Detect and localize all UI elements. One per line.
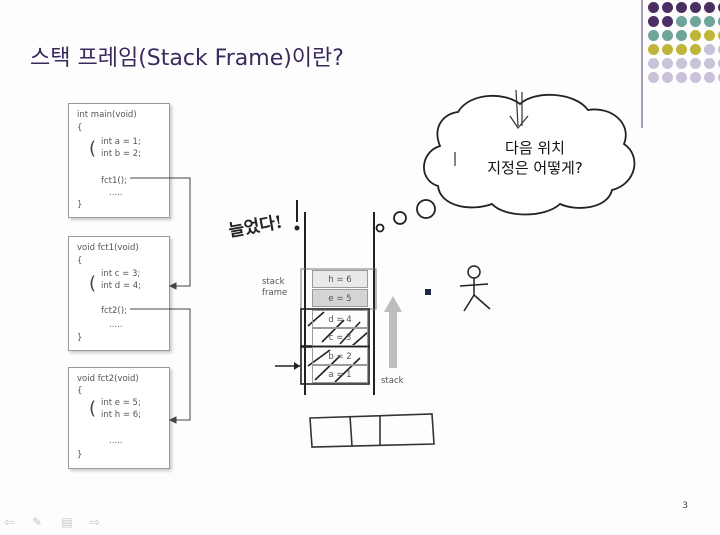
code-box-fct1: void fct1(void) { ( int c = 3; int d = 4… xyxy=(68,236,170,351)
decorative-dot xyxy=(718,16,720,27)
decorative-dot xyxy=(718,58,720,69)
decorative-dot xyxy=(676,72,687,83)
decorative-dot xyxy=(704,58,715,69)
code-paren: ( xyxy=(89,138,97,159)
decorative-dot xyxy=(718,30,720,41)
stack-cell: b = 2 xyxy=(312,347,368,365)
decorative-dot xyxy=(704,2,715,13)
stack-direction-label: stack xyxy=(381,376,404,386)
next-slide-icon[interactable]: ⇨ xyxy=(89,515,101,529)
stack-cell: d = 4 xyxy=(312,310,368,328)
code-call: fct1(); xyxy=(101,176,127,186)
code-close-brace: } xyxy=(77,200,83,210)
decorative-dot xyxy=(662,16,673,27)
code-paren: ( xyxy=(89,398,97,419)
call-arrow-fct2 xyxy=(130,308,191,421)
decorative-dot xyxy=(676,44,687,55)
code-box-main: int main(void) { ( int a = 1; int b = 2;… xyxy=(68,103,170,218)
code-line: int e = 5; xyxy=(101,398,141,408)
arrowhead xyxy=(168,416,177,424)
cloud-arrow-sketch xyxy=(454,89,529,166)
code-line: int b = 2; xyxy=(101,149,141,159)
decorative-dot xyxy=(690,16,701,27)
slideshow-nav: ⇦ ✎ ▤ ⇨ xyxy=(0,515,110,531)
decorative-dot xyxy=(704,16,715,27)
code-line: int c = 3; xyxy=(101,269,141,279)
code-dots: ..... xyxy=(109,320,123,330)
decorative-dot xyxy=(690,58,701,69)
decorative-dot xyxy=(676,58,687,69)
code-header: void fct2(void) xyxy=(77,374,139,384)
decorative-dot xyxy=(704,30,715,41)
code-dots: ..... xyxy=(109,188,123,198)
decorative-dot xyxy=(676,30,687,41)
stick-figure xyxy=(459,265,491,312)
code-close-brace: } xyxy=(77,333,83,343)
decorative-dot xyxy=(690,44,701,55)
decorative-dot xyxy=(676,16,687,27)
decorative-dot xyxy=(690,30,701,41)
stack-frame-label: stack frame xyxy=(262,277,287,299)
code-header: void fct1(void) xyxy=(77,243,139,253)
decorative-dot xyxy=(718,2,720,13)
thought-text: 다음 위치 지정은 어떻게? xyxy=(460,138,610,178)
code-line: int d = 4; xyxy=(101,281,141,291)
decorative-dot xyxy=(718,72,720,83)
previous-slide-icon[interactable]: ⇦ xyxy=(3,515,15,529)
decorative-dot xyxy=(718,44,720,55)
decorative-dot xyxy=(662,2,673,13)
decorative-dot xyxy=(690,2,701,13)
page-number: 3 xyxy=(682,501,688,511)
stack-frame-label-line1: stack xyxy=(262,277,285,287)
decorative-dot xyxy=(662,44,673,55)
thought-cloud xyxy=(375,93,636,233)
decorative-dot xyxy=(690,72,701,83)
decorative-dot xyxy=(676,2,687,13)
pen-icon[interactable]: ✎ xyxy=(31,515,43,529)
decorative-dot xyxy=(648,2,659,13)
code-close-brace: } xyxy=(77,450,83,460)
menu-icon[interactable]: ▤ xyxy=(61,515,73,529)
decorative-vertical-line xyxy=(641,0,643,128)
code-header: int main(void) xyxy=(77,110,137,120)
decorative-dot xyxy=(648,44,659,55)
code-call: fct2(); xyxy=(101,306,127,316)
code-open-brace: { xyxy=(77,123,83,133)
sketch-boxes xyxy=(309,413,435,448)
code-dots: ..... xyxy=(109,436,123,446)
code-open-brace: { xyxy=(77,256,83,266)
decorative-dot xyxy=(704,72,715,83)
decorative-dot xyxy=(648,58,659,69)
stack-cell: a = 1 xyxy=(312,365,368,383)
decorative-dot xyxy=(662,30,673,41)
handwritten-note-strokes xyxy=(294,200,300,231)
decorative-dot xyxy=(704,44,715,55)
stack-growth-arrow xyxy=(384,296,402,368)
decorative-dot xyxy=(662,58,673,69)
code-line: int a = 1; xyxy=(101,137,141,147)
decorative-dot xyxy=(648,16,659,27)
thought-line-1: 다음 위치 xyxy=(505,139,565,157)
decorative-dot xyxy=(648,72,659,83)
slide-title: 스택 프레임(Stack Frame)이란? xyxy=(30,46,344,71)
decorative-dot xyxy=(648,30,659,41)
stack-cell: c = 3 xyxy=(312,328,368,346)
code-line: int h = 6; xyxy=(101,410,141,420)
code-box-fct2: void fct2(void) { ( int e = 5; int h = 6… xyxy=(68,367,170,469)
hatch-strokes xyxy=(275,308,370,385)
call-arrow-fct1 xyxy=(130,177,191,287)
stack-frame-label-line2: frame xyxy=(262,288,288,298)
stack-cell: e = 5 xyxy=(312,289,368,307)
thought-line-2: 지정은 어떻게? xyxy=(487,159,583,177)
code-open-brace: { xyxy=(77,386,83,396)
stack-cell: h = 6 xyxy=(312,270,368,288)
marker-dot xyxy=(425,289,431,295)
arrowhead xyxy=(168,282,177,290)
decorative-dot xyxy=(662,72,673,83)
code-paren: ( xyxy=(89,273,97,294)
